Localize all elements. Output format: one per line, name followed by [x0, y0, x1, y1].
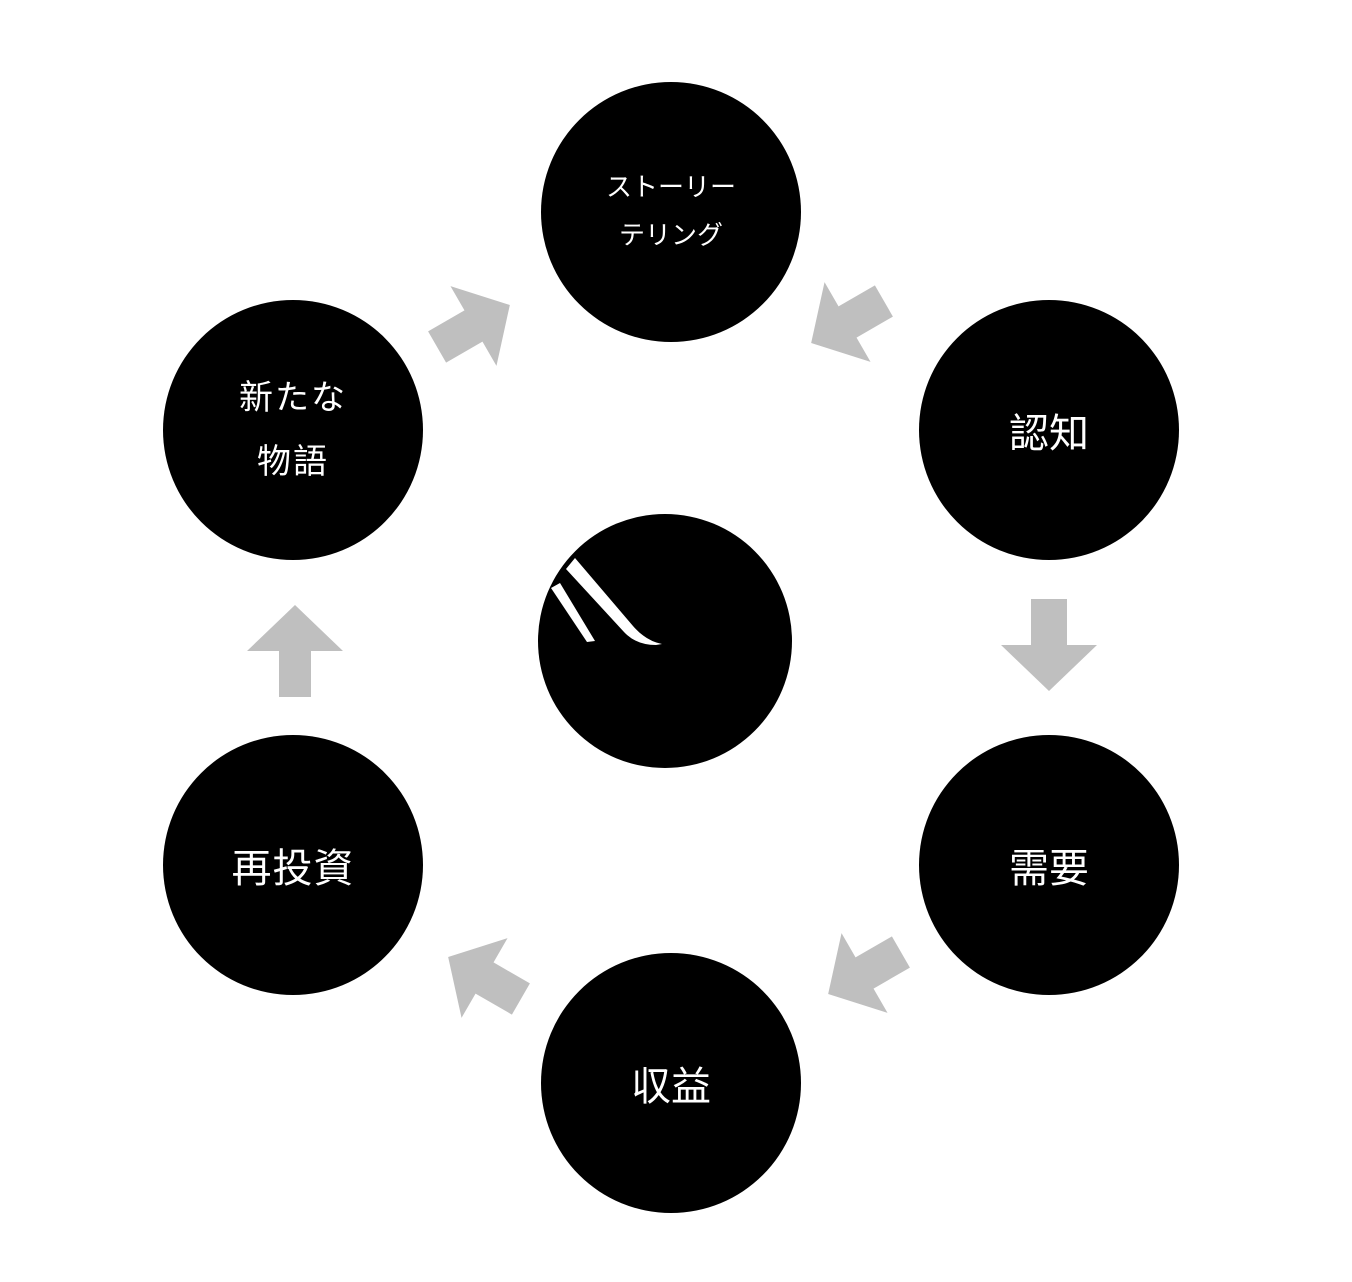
node-label-line: 需要: [1009, 846, 1089, 892]
arrow-awareness-to-demand: [1001, 599, 1097, 691]
node-revenue: 収益: [541, 953, 801, 1213]
arrow-revenue-to-reinvestment: [448, 938, 530, 1018]
logo-icon: [538, 514, 792, 768]
node-label-line: 再投資: [231, 846, 355, 892]
node-awareness: 認知: [919, 300, 1179, 560]
node-label-line: 新たな: [239, 378, 347, 418]
block-arrow-icon: [811, 282, 893, 362]
block-arrow-icon: [247, 605, 343, 697]
block-arrow-icon: [448, 938, 530, 1018]
arrow-reinvestment-to-newstory: [247, 605, 343, 697]
arrow-newstory-to-storytelling: [428, 286, 510, 366]
node-label-line: 物語: [257, 442, 329, 482]
node-reinvestment: 再投資: [163, 735, 423, 995]
block-arrow-icon: [1001, 599, 1097, 691]
block-arrow-icon: [428, 286, 510, 366]
node-label-line: テリング: [618, 221, 723, 251]
node-label-line: 認知: [1009, 411, 1089, 457]
node-storytelling: ストーリー テリング: [541, 82, 801, 342]
node-new-story: 新たな 物語: [163, 300, 423, 560]
block-arrow-icon: [828, 933, 910, 1013]
node-demand: 需要: [919, 735, 1179, 995]
node-label-line: ストーリー: [605, 173, 736, 203]
arrow-demand-to-revenue: [828, 933, 910, 1013]
node-label-line: 収益: [631, 1064, 711, 1110]
arrow-storytelling-to-awareness: [811, 282, 893, 362]
